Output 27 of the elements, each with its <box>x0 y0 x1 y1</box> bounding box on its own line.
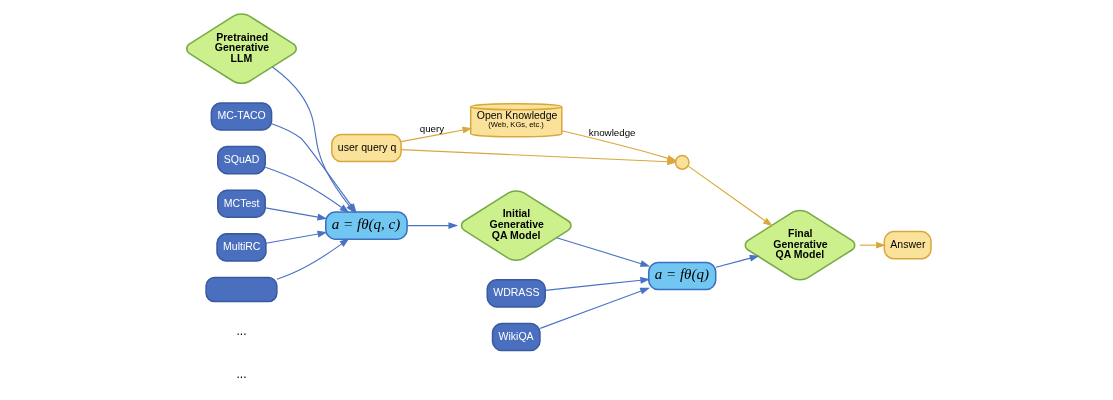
node-box: user query q <box>331 133 402 163</box>
arrow <box>539 287 650 329</box>
arrow <box>406 222 459 230</box>
arrow <box>276 238 350 280</box>
node-box: WikiQA <box>491 322 541 352</box>
arrow <box>687 165 773 227</box>
arrow <box>264 166 350 213</box>
arrow <box>265 230 328 244</box>
edge-label: knowledge <box>588 126 636 138</box>
node-box: Answer <box>883 230 932 260</box>
edge-label: query <box>419 122 445 134</box>
node-box: MCTest <box>217 189 266 219</box>
arrow <box>400 126 473 143</box>
node-box: a = fθ(q, c) <box>325 211 408 240</box>
node-box: MC-TACO <box>210 102 273 131</box>
node-box: MultiRC <box>216 233 267 262</box>
node-box: WDRASS <box>486 279 546 308</box>
node-box: SQuAD <box>217 145 266 175</box>
label: ... <box>236 323 247 338</box>
node-box: a = fθ(q) <box>647 261 717 291</box>
node-circle <box>674 154 690 170</box>
node-box <box>205 276 278 303</box>
label: ... <box>236 367 247 382</box>
arrow <box>556 237 651 267</box>
arrow <box>264 207 328 221</box>
arrow <box>544 276 651 291</box>
arrow <box>715 254 760 268</box>
